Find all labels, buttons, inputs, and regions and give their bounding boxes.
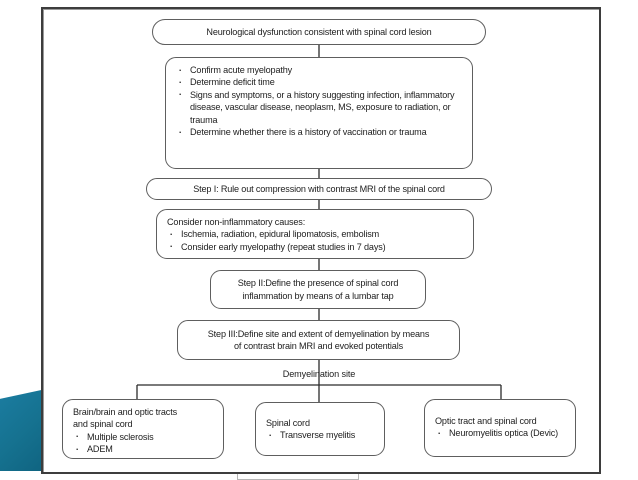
node-outcome-optic-tract: Optic tract and spinal cord Neuromyeliti… [424, 399, 576, 457]
slide-accent-shape-left [0, 389, 46, 471]
node-start-text: Neurological dysfunction consistent with… [206, 26, 432, 37]
node-initial-assessment: Confirm acute myelopathy Determine defic… [165, 57, 473, 169]
node-step-2-line-2: inflammation by means of a lumbar tap [242, 290, 394, 301]
node-start: Neurological dysfunction consistent with… [152, 19, 486, 45]
node-step-2: Step II:Define the presence of spinal co… [210, 270, 426, 309]
outcome-spinal-cord-line-1: Spinal cord [266, 418, 310, 428]
node-step-3-line-2: of contrast brain MRI and evoked potenti… [234, 341, 403, 351]
list-item: ADEM [73, 443, 212, 456]
list-item: Neuromyelitis optica (Devic) [435, 427, 564, 440]
list-item: Determine whether there is a history of … [176, 126, 461, 139]
node-step-3-line-1: Step III:Define site and extent of demye… [207, 328, 430, 339]
node-step-2-line-1: Step II:Define the presence of spinal co… [237, 278, 399, 289]
node-step-1-text: Step I: Rule out compression with contra… [193, 183, 445, 194]
node-non-inflammatory-causes: Consider non-inflammatory causes: Ischem… [156, 209, 474, 259]
outcome-spinal-cord-bullet-list: Transverse myelitis [266, 429, 373, 442]
node-outcome-brain: Brain/brain and optic tracts and spinal … [62, 399, 224, 459]
list-item: Determine deficit time [176, 76, 461, 89]
outcome-optic-tract-bullet-list: Neuromyelitis optica (Devic) [435, 427, 564, 440]
non-inflammatory-lead: Consider non-inflammatory causes: [167, 217, 306, 227]
initial-assessment-bullet-list: Confirm acute myelopathy Determine defic… [176, 63, 461, 139]
non-inflammatory-bullet-list: Ischemia, radiation, epidural lipomatosi… [167, 228, 462, 253]
list-item: Multiple sclerosis [73, 430, 212, 443]
node-outcome-spinal-cord: Spinal cord Transverse myelitis [255, 402, 385, 456]
outcome-brain-line-1: Brain/brain and optic tracts [73, 407, 177, 417]
list-item: Consider early myelopathy (repeat studie… [167, 240, 462, 253]
node-step-1: Step I: Rule out compression with contra… [146, 178, 492, 200]
list-item: Confirm acute myelopathy [176, 63, 461, 76]
list-item: Transverse myelitis [266, 429, 373, 442]
outcome-brain-line-2: and spinal cord [73, 419, 133, 430]
list-item: Signs and symptoms, or a history suggest… [176, 88, 461, 126]
branch-label-demyelination-site: Demyelination site [282, 369, 356, 379]
node-step-3: Step III:Define site and extent of demye… [177, 320, 460, 360]
outcome-optic-tract-line-1: Optic tract and spinal cord [435, 416, 537, 426]
outcome-brain-bullet-list: Multiple sclerosis ADEM [73, 430, 212, 456]
list-item: Ischemia, radiation, epidural lipomatosi… [167, 228, 462, 241]
